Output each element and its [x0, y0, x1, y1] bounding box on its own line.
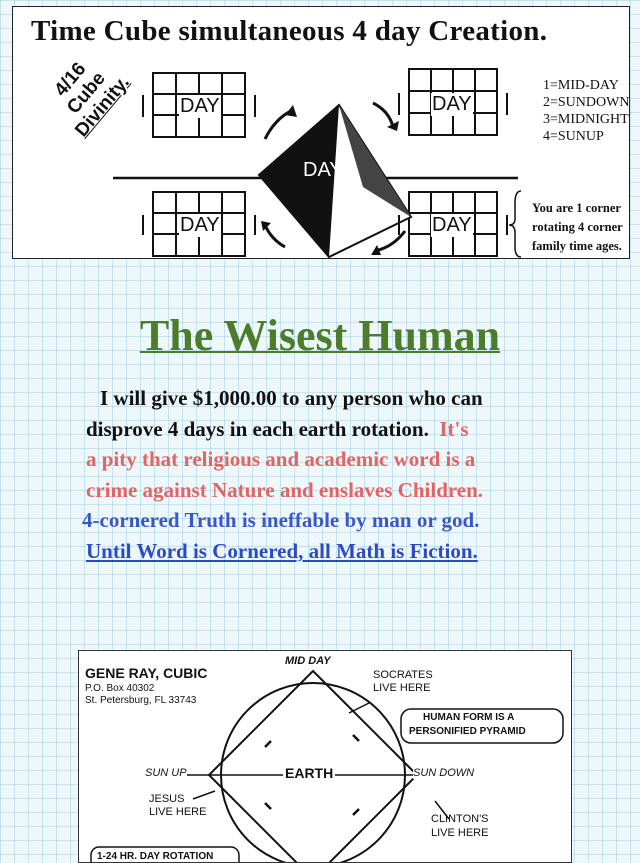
legend-item: 1=MID-DAY — [543, 78, 619, 93]
paragraph-line: crime against Nature and enslaves Childr… — [86, 477, 484, 502]
legend-item: 4=SUNUP — [543, 129, 604, 144]
address-line: St. Petersburg, FL 33743 — [85, 695, 197, 706]
clinton-label: LIVE HERE — [431, 827, 489, 839]
note-line: You are 1 corner — [532, 201, 621, 215]
sun-up-label: SUN UP — [145, 767, 187, 779]
time-cube-banner: Time Cube simultaneous 4 day Creation. 4… — [12, 6, 630, 259]
legend-item: 3=MIDNIGHT — [543, 112, 629, 127]
earth-label: EARTH — [283, 765, 336, 781]
socrates-label: SOCRATES — [373, 669, 433, 681]
note-line: rotating 4 corner — [532, 220, 623, 234]
cube-grid-top-left — [152, 72, 246, 138]
clinton-label: CLINTON'S — [431, 813, 489, 825]
earth-diagram-flyer: GENE RAY, CUBIC P.O. Box 40302 St. Peter… — [78, 650, 572, 863]
paragraph-line: Until Word is Cornered, all Math is Fict… — [86, 538, 478, 563]
paragraph-line: 4-cornered Truth is ineffable by man or … — [82, 508, 480, 533]
note-line: family time ages. — [532, 239, 622, 253]
mid-day-label: MID DAY — [285, 655, 331, 667]
jesus-label: LIVE HERE — [149, 806, 207, 818]
paragraph-line: disprove 4 days in each earth rotation. … — [86, 414, 576, 445]
center-day-label: DAY — [303, 159, 343, 181]
cube-day-label: DAY — [431, 214, 473, 237]
address-line: P.O. Box 40302 — [85, 683, 155, 694]
page-headline: The Wisest Human — [139, 311, 501, 360]
rotating-square — [257, 103, 413, 259]
claim-paragraph: I will give $1,000.00 to any person who … — [82, 383, 576, 567]
socrates-label: LIVE HERE — [373, 682, 431, 694]
sun-down-label: SUN DOWN — [413, 767, 475, 779]
time-legend: 1=MID-DAY 2=SUNDOWN 3=MIDNIGHT 4=SUNUP — [543, 77, 629, 145]
author-name: GENE RAY, CUBIC — [85, 665, 208, 681]
banner-title: Time Cube simultaneous 4 day Creation. — [31, 15, 548, 47]
paragraph-text: disprove 4 days in each earth rotation. — [86, 416, 429, 441]
cube-day-label: DAY — [179, 214, 221, 237]
paragraph-line: I will give $1,000.00 to any person who … — [100, 386, 483, 410]
human-form-label: HUMAN FORM IS A — [423, 712, 515, 723]
paragraph-text: It's — [439, 416, 469, 441]
cube-day-label: DAY — [431, 93, 473, 116]
human-form-label: PERSONIFIED PYRAMID — [409, 726, 526, 737]
jesus-label: JESUS — [149, 793, 185, 805]
rotation-label: 1-24 HR. DAY ROTATION — [97, 851, 214, 862]
paragraph-line: a pity that religious and academic word … — [86, 447, 476, 472]
cube-day-label: DAY — [179, 95, 221, 118]
legend-item: 2=SUNDOWN — [543, 95, 630, 110]
corner-note: You are 1 corner rotating 4 corner famil… — [532, 199, 632, 256]
